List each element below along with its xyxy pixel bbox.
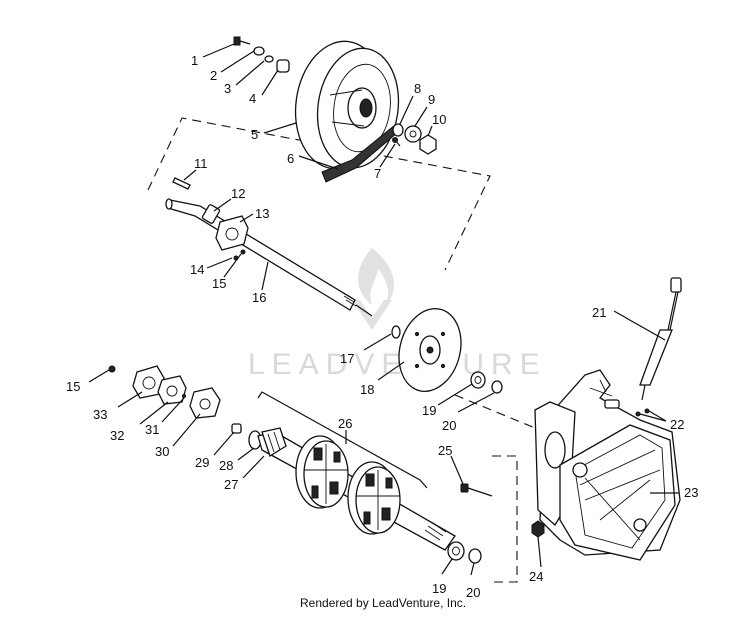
bearing-19 <box>470 371 486 389</box>
callout-31: 31 <box>145 422 159 437</box>
washer-9 <box>404 125 422 143</box>
bolt-25 <box>460 483 493 497</box>
callout-13: 13 <box>255 206 269 221</box>
screw-22a <box>635 411 641 417</box>
dashed-guide-line <box>454 394 541 431</box>
callout-16: 16 <box>252 290 266 305</box>
callout-17: 17 <box>340 351 354 366</box>
callout-14: 14 <box>190 262 204 277</box>
footer-credit: Rendered by LeadVenture, Inc. <box>300 596 466 610</box>
callout-3: 3 <box>224 81 231 96</box>
callout-23: 23 <box>684 485 698 500</box>
callout-15-lower: 15 <box>66 379 80 394</box>
track-drive-shaft-26 <box>257 427 456 551</box>
callout-21: 21 <box>592 305 606 320</box>
nut-15b <box>108 365 116 373</box>
callout-25: 25 <box>438 443 452 458</box>
callout-5: 5 <box>251 127 258 142</box>
callout-12: 12 <box>231 186 245 201</box>
callout-29: 29 <box>195 455 209 470</box>
callout-8: 8 <box>414 81 421 96</box>
washer-8 <box>392 123 404 137</box>
callout-33: 33 <box>93 407 107 422</box>
driven-pulley <box>294 40 400 170</box>
speedometer-cable-21 <box>639 277 682 401</box>
nut-24 <box>531 520 545 538</box>
bearing-29 <box>231 423 242 434</box>
pin-31 <box>182 394 186 398</box>
screw-22b <box>644 408 650 414</box>
callout-24: 24 <box>529 569 543 584</box>
callout-19: 19 <box>422 403 436 418</box>
leader-lines <box>88 43 679 576</box>
jackshaft-16 <box>165 198 373 317</box>
nut-15 <box>240 249 246 255</box>
key-11 <box>172 177 191 190</box>
callout-2: 2 <box>210 68 217 83</box>
callout-labels: 1 2 3 4 5 6 7 8 9 10 11 12 13 14 15 16 1… <box>66 53 698 600</box>
bolt-7 <box>392 137 401 147</box>
callout-9: 9 <box>428 92 435 107</box>
callout-32: 32 <box>110 428 124 443</box>
nut-10 <box>419 134 437 155</box>
callout-27: 27 <box>224 477 238 492</box>
watermark-logo <box>352 248 395 330</box>
callout-7: 7 <box>374 166 381 181</box>
watermark-text: LEADVENTURE <box>248 348 547 381</box>
assembly-bracket <box>257 391 428 489</box>
dashed-group-outline-lower <box>489 455 518 583</box>
callout-19-lower: 19 <box>432 581 446 596</box>
washer-20 <box>491 380 503 394</box>
snap-ring-17 <box>391 325 401 339</box>
callout-15: 15 <box>212 276 226 291</box>
bearing-flange-13 <box>215 215 249 251</box>
callout-18: 18 <box>360 382 374 397</box>
callout-1: 1 <box>191 53 198 68</box>
callout-30: 30 <box>155 444 169 459</box>
callout-20-lower: 20 <box>466 585 480 600</box>
seal-32 <box>157 375 187 405</box>
bushing-4 <box>276 59 290 73</box>
washer-3 <box>264 55 274 63</box>
sprocket-18 <box>398 308 462 392</box>
callout-22: 22 <box>670 417 684 432</box>
flange-30 <box>189 387 221 419</box>
callout-20: 20 <box>442 418 456 433</box>
bearing-19b <box>447 541 465 561</box>
callout-6: 6 <box>287 151 294 166</box>
callout-10: 10 <box>432 112 446 127</box>
callout-26: 26 <box>338 416 352 431</box>
callout-28: 28 <box>219 458 233 473</box>
callout-11: 11 <box>194 156 208 171</box>
chaincase-23 <box>534 369 681 561</box>
callout-4: 4 <box>249 91 256 106</box>
washer-20b <box>468 548 482 564</box>
washer-2 <box>253 46 265 56</box>
bolt-1 <box>233 36 251 46</box>
